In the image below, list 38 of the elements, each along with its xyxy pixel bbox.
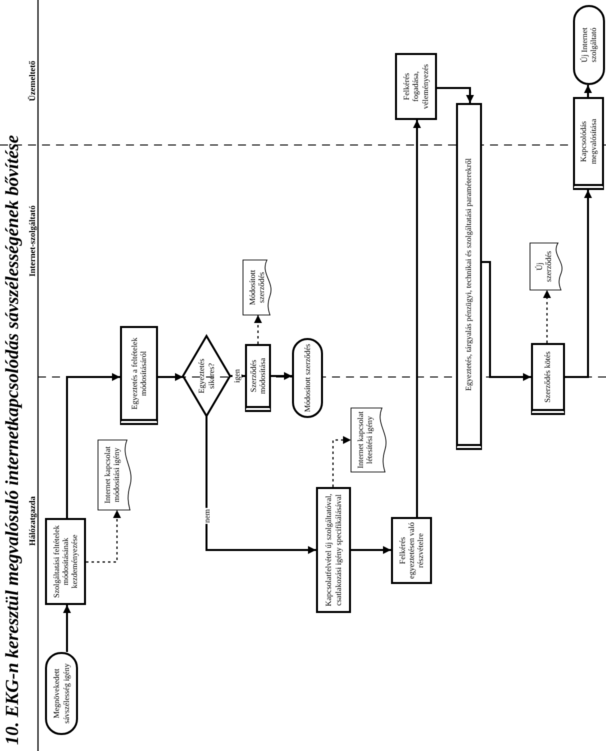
terminal-shape: Új Internet szolgáltató: [573, 5, 605, 85]
edge-label: igen: [232, 368, 242, 384]
process-box: Kapcsolódás megvalósítása: [573, 97, 604, 190]
dotted-arrow: [543, 290, 551, 343]
process-box: Egyeztetés, tárgyalás pénzügyi, technikai és szolgáltatási paraméterekről: [456, 103, 482, 450]
terminal-shape: Módosított szerződés: [292, 338, 323, 418]
arrow: [206, 416, 316, 554]
arrow: [482, 261, 531, 381]
diagram-title: 10. EKG-n keresztül megvalósuló internetkapcsolódás sávszélességének bővítése: [3, 135, 24, 745]
document-shape: Internet kapcsolat létesítési igény: [351, 408, 387, 472]
arrow: [230, 372, 245, 380]
lane-title: Hálózatgazda: [27, 496, 37, 546]
arrow: [565, 190, 592, 378]
document-shape: Módosított szerződés: [243, 260, 272, 315]
process-box: Szerződés kötés: [531, 343, 565, 415]
arrow: [63, 605, 71, 652]
terminal-shape: Megnövekedett sávszélesség igény: [45, 652, 78, 735]
process-box: Egyeztetés a feltételek módosításáról: [120, 326, 158, 425]
arrow: [271, 372, 292, 380]
arrow: [584, 85, 592, 97]
lane-title: Üzemeltető: [27, 60, 37, 102]
process-box: Felkérés fogadása, véleményezés: [395, 53, 437, 120]
lane-title: Internet-szolgáltató: [27, 205, 37, 277]
arrow: [413, 120, 421, 517]
process-box: Kapcsolatfelvétel új szolgáltatóval, csatlakozási igény specifikálásával: [316, 487, 351, 613]
process-box: Felkérés egyeztetésen való részvételre: [391, 517, 432, 584]
process-box: Szolgáltatási feltételek módosításának kezdeményezése: [45, 518, 86, 605]
arrow: [351, 546, 391, 554]
dotted-arrow: [332, 436, 351, 487]
arrow: [437, 87, 474, 103]
arrow: [66, 373, 120, 518]
dotted-arrow: [86, 510, 121, 563]
arrow: [158, 373, 183, 381]
document-shape: Új szerződés: [530, 243, 563, 290]
process-box: Szerződés módosítása: [245, 344, 271, 412]
decision-diamond: Egyeztetés sikeres?: [183, 336, 230, 416]
document-shape: Internet kapcsolat módosítási igény: [98, 440, 132, 510]
dotted-arrow: [254, 315, 262, 344]
